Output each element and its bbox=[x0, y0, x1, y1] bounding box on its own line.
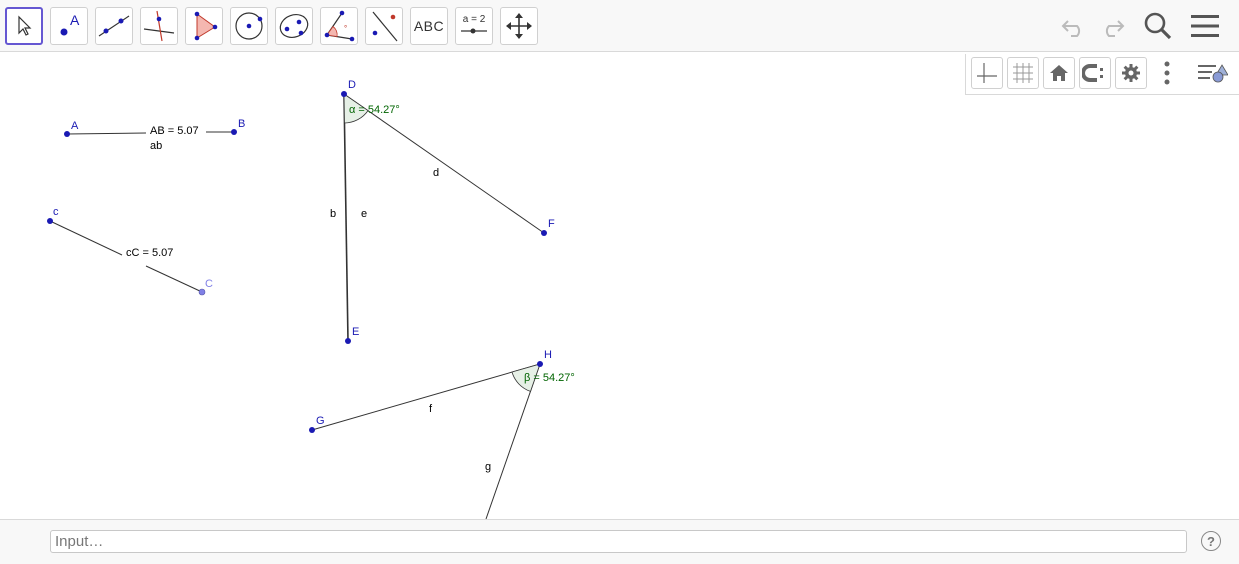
segment-label-d: d bbox=[433, 167, 439, 179]
point-capturing-button[interactable] bbox=[1079, 57, 1111, 89]
help-icon: ? bbox=[1207, 533, 1215, 549]
angle-beta-sector[interactable] bbox=[511, 363, 541, 392]
angle-alpha-label: α = 54.27° bbox=[349, 104, 400, 116]
point-E[interactable] bbox=[345, 338, 351, 344]
toggle-style-bar-button[interactable] bbox=[1196, 57, 1228, 89]
point-label-F: F bbox=[548, 218, 555, 230]
axes-icon bbox=[977, 63, 997, 83]
construction-drawing: A B c C D E F G H AB = 5.07 ab cC = 5.07… bbox=[47, 79, 575, 519]
toggle-style-bar-icon bbox=[1198, 64, 1228, 83]
toggle-axes-button[interactable] bbox=[971, 57, 1003, 89]
point-A[interactable] bbox=[64, 131, 70, 137]
segment-ab-value-label: AB = 5.07 bbox=[150, 125, 199, 137]
undo-button[interactable] bbox=[1056, 8, 1092, 44]
angle-beta-label: β = 54.27° bbox=[524, 372, 575, 384]
point-H[interactable] bbox=[537, 361, 543, 367]
segment-ab-name-label: ab bbox=[150, 140, 162, 152]
point-B[interactable] bbox=[231, 129, 237, 135]
point-label-c: c bbox=[53, 206, 59, 218]
point-tool-letter: A bbox=[70, 12, 80, 28]
segment-label-f: f bbox=[429, 403, 433, 415]
point-label-H: H bbox=[544, 349, 552, 361]
perpendicular-line-icon bbox=[143, 10, 175, 42]
graphics-style-bar bbox=[965, 54, 1239, 95]
point-c[interactable] bbox=[47, 218, 53, 224]
angle-alpha-sector[interactable] bbox=[343, 93, 369, 124]
toggle-grid-button[interactable] bbox=[1007, 57, 1039, 89]
svg-text:°: ° bbox=[344, 24, 347, 33]
more-options-button[interactable] bbox=[1151, 57, 1183, 89]
search-button[interactable] bbox=[1140, 8, 1176, 44]
slider-tool-label: a = 2 bbox=[463, 14, 486, 25]
point-C[interactable] bbox=[198, 288, 206, 296]
segment-cC-value-label: cC = 5.07 bbox=[126, 247, 173, 259]
move-view-tool-button[interactable] bbox=[500, 7, 538, 45]
segment-label-b: b bbox=[330, 208, 336, 220]
graphics-settings-button[interactable] bbox=[1115, 57, 1147, 89]
point-D[interactable] bbox=[341, 91, 347, 97]
grid-icon bbox=[1013, 63, 1033, 83]
point-G[interactable] bbox=[309, 427, 315, 433]
main-menu-button[interactable] bbox=[1187, 8, 1223, 44]
home-icon bbox=[1050, 65, 1068, 81]
angle-icon: ° bbox=[324, 10, 355, 42]
circle-center-point-icon bbox=[235, 12, 263, 40]
polygon-icon bbox=[194, 11, 218, 41]
redo-button[interactable] bbox=[1094, 8, 1130, 44]
point-label-B: B bbox=[238, 118, 245, 130]
reflect-tool-button[interactable] bbox=[365, 7, 403, 45]
segment-f[interactable] bbox=[311, 363, 541, 431]
reflect-about-line-icon bbox=[372, 11, 398, 42]
algebra-input-field[interactable] bbox=[50, 530, 1187, 553]
cursor-arrow-icon bbox=[18, 15, 32, 36]
segment-cC-right[interactable] bbox=[145, 265, 203, 293]
redo-icon bbox=[1105, 20, 1125, 37]
text-tool-button[interactable]: ABC bbox=[410, 7, 448, 45]
settings-gear-icon bbox=[1122, 64, 1140, 82]
segment-b-e[interactable] bbox=[343, 93, 349, 342]
slider-icon: a = 2 bbox=[461, 14, 487, 34]
polygon-tool-button[interactable] bbox=[185, 7, 223, 45]
hamburger-menu-icon bbox=[1191, 15, 1219, 37]
segment-label-g: g bbox=[485, 461, 491, 473]
point-tool-button[interactable]: A bbox=[50, 7, 88, 45]
line-tool-button[interactable] bbox=[95, 7, 133, 45]
point-label-D: D bbox=[348, 79, 356, 91]
move-tool-button[interactable] bbox=[5, 7, 43, 45]
segment-label-e: e bbox=[361, 208, 367, 220]
point-F[interactable] bbox=[541, 230, 547, 236]
undo-icon bbox=[1061, 20, 1081, 37]
angle-tool-button[interactable]: ° bbox=[320, 7, 358, 45]
ellipse-tool-button[interactable] bbox=[275, 7, 313, 45]
segment-cC-left[interactable] bbox=[49, 220, 123, 256]
input-help-button[interactable]: ? bbox=[1201, 531, 1221, 551]
text-tool-label: ABC bbox=[413, 18, 445, 34]
point-label-A: A bbox=[71, 120, 79, 132]
segment-d[interactable] bbox=[343, 93, 545, 234]
standard-view-button[interactable] bbox=[1043, 57, 1075, 89]
circle-tool-button[interactable] bbox=[230, 7, 268, 45]
perpendicular-tool-button[interactable] bbox=[140, 7, 178, 45]
point-label-C: C bbox=[205, 278, 213, 290]
algebra-input-bar: ? bbox=[0, 519, 1239, 564]
point-icon: A bbox=[60, 12, 80, 36]
main-toolbar: A bbox=[0, 0, 1239, 52]
line-through-points-icon bbox=[98, 15, 130, 37]
ellipse-icon bbox=[279, 14, 309, 38]
graphics-view[interactable]: A B c C D E F G H AB = 5.07 ab cC = 5.07… bbox=[0, 53, 1239, 519]
point-label-E: E bbox=[352, 326, 359, 338]
move-graphics-view-icon bbox=[506, 13, 532, 39]
slider-tool-button[interactable]: a = 2 bbox=[455, 7, 493, 45]
point-capturing-icon bbox=[1082, 64, 1103, 82]
search-icon bbox=[1144, 12, 1172, 40]
more-vertical-icon bbox=[1164, 61, 1170, 85]
segment-ab-left[interactable] bbox=[66, 132, 147, 135]
point-label-G: G bbox=[316, 415, 325, 427]
